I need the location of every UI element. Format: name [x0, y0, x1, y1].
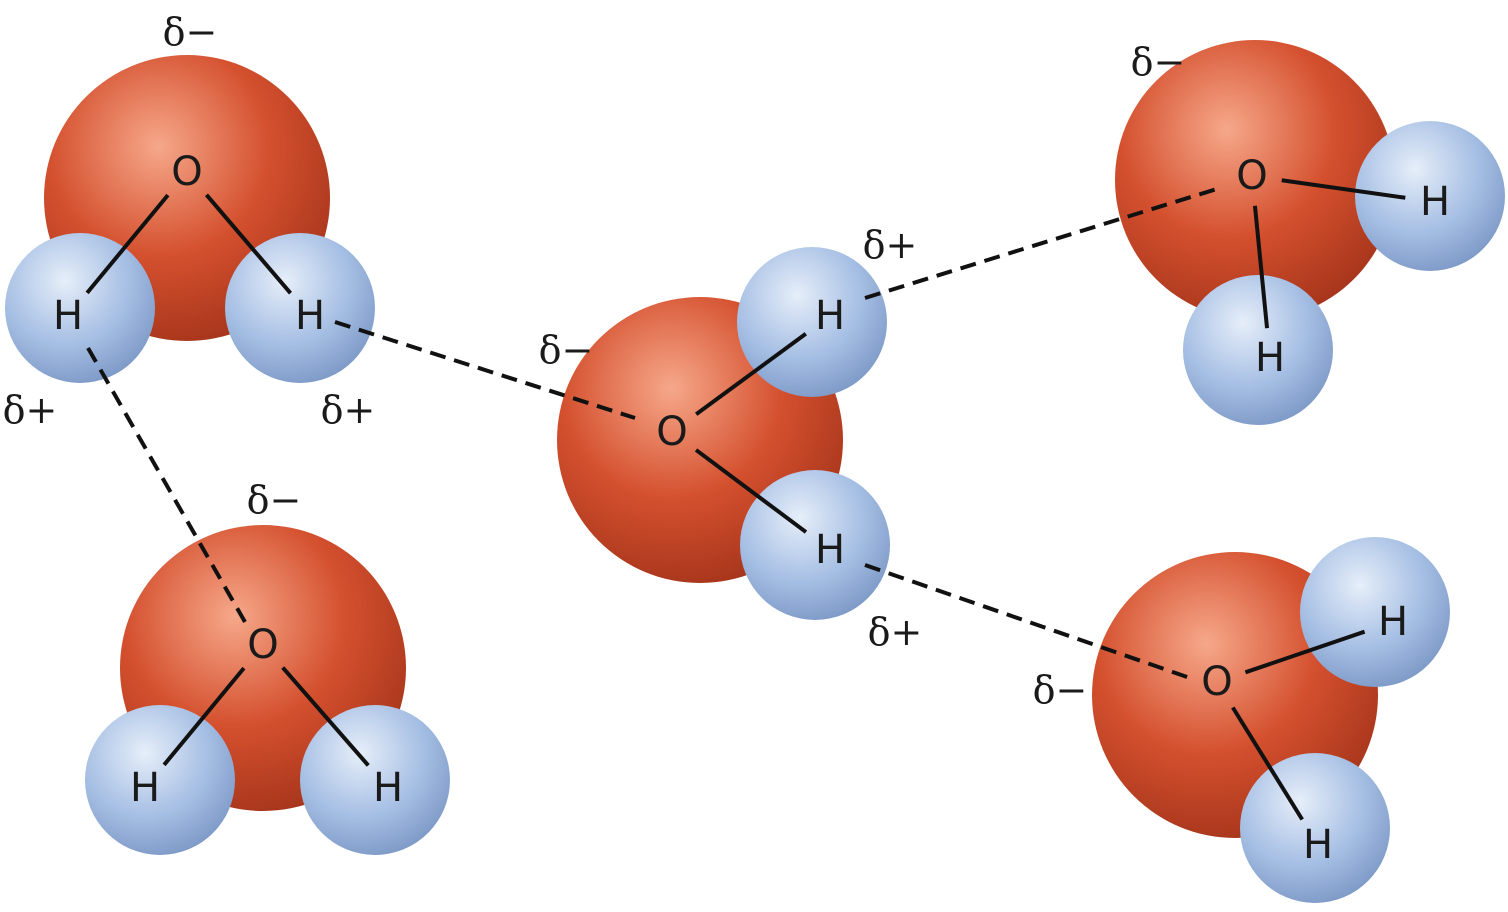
hydrogen-atom-sphere: [737, 247, 887, 397]
hydrogen-bond-dashed-line: [334, 320, 636, 420]
hydrogen-label: H: [1303, 822, 1333, 868]
partial-charge-label: δ+: [868, 610, 923, 654]
hydrogen-bond-dashed-line: [864, 563, 1191, 680]
covalent-bond: [85, 193, 170, 295]
partial-charge-label: δ−: [1131, 40, 1186, 84]
partial-charge-label: δ−: [163, 10, 218, 54]
hydrogen-atom-sphere: [1355, 121, 1505, 271]
covalent-bond: [162, 666, 246, 767]
oxygen-label: O: [656, 409, 687, 455]
oxygen-label: O: [247, 622, 278, 668]
oxygen-label: O: [1236, 153, 1267, 199]
hydrogen-atom-sphere: [1183, 275, 1333, 425]
covalent-bond: [281, 666, 370, 767]
partial-charge-label: δ+: [863, 223, 918, 267]
hydrogen-label: H: [295, 293, 325, 339]
hydrogen-atom-sphere: [85, 705, 235, 855]
oxygen-label: O: [171, 149, 202, 195]
hydrogen-label: H: [373, 765, 403, 811]
partial-charge-label: δ+: [3, 388, 58, 432]
hydrogen-atom-sphere: [5, 233, 155, 383]
partial-charge-label: δ−: [247, 478, 302, 522]
partial-charge-label: δ−: [539, 328, 594, 372]
partial-charge-label: δ+: [321, 388, 376, 432]
covalent-bond: [1244, 629, 1366, 675]
hydrogen-atom-sphere: [300, 705, 450, 855]
hydrogen-label: H: [815, 293, 845, 339]
partial-charge-label: δ−: [1033, 668, 1088, 712]
oxygen-label: O: [1201, 659, 1232, 705]
hydrogen-bond-dashed-line: [86, 347, 247, 623]
covalent-bond: [204, 193, 293, 295]
hydrogen-label: H: [1378, 599, 1408, 645]
hydrogen-bond-dashed-line: [864, 186, 1221, 300]
hydrogen-atom-sphere: [740, 470, 890, 620]
covalent-bond: [694, 332, 808, 416]
hydrogen-label: H: [1420, 179, 1450, 225]
hydrogen-atom-sphere: [1240, 753, 1390, 903]
oxygen-atom-sphere: [1115, 40, 1395, 320]
hydrogen-label: H: [815, 527, 845, 573]
hydrogen-label: H: [53, 293, 83, 339]
hydrogen-label: H: [1255, 335, 1285, 381]
covalent-bond: [1252, 205, 1270, 329]
covalent-bond: [1231, 706, 1304, 821]
hydrogen-atom-sphere: [1300, 537, 1450, 687]
hydrogen-label: H: [130, 765, 160, 811]
hydrogen-atom-sphere: [225, 233, 375, 383]
covalent-bond: [694, 448, 808, 534]
covalent-bond: [1281, 178, 1406, 200]
